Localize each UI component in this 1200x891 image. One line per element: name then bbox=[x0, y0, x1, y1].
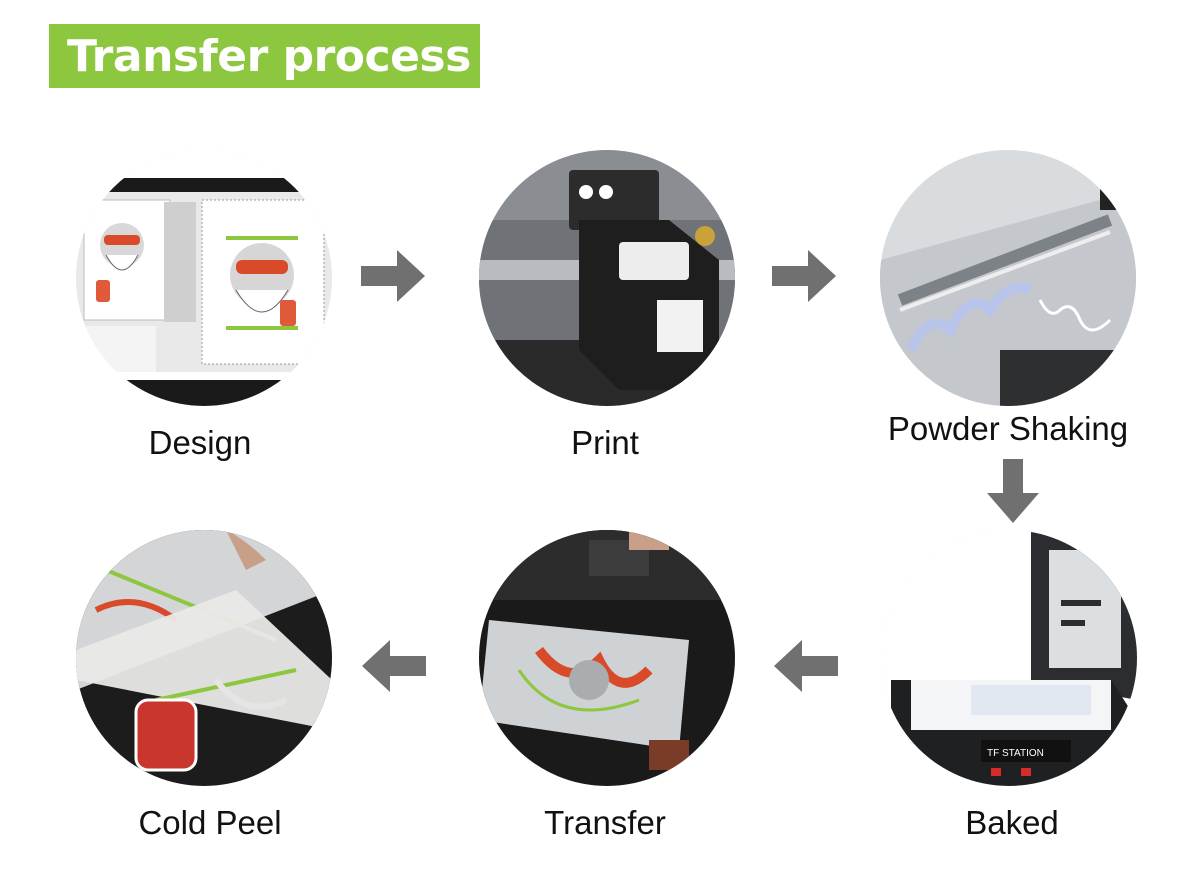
step-print-label: Print bbox=[571, 424, 639, 461]
step-design-image bbox=[76, 150, 332, 406]
step-powder-shaking-image bbox=[880, 150, 1136, 406]
arrow-down bbox=[987, 459, 1039, 523]
step-print-image bbox=[479, 150, 735, 406]
step-baked-image: TF STATION bbox=[881, 530, 1137, 786]
step-cold-peel-label: Cold Peel bbox=[138, 804, 282, 841]
page-title: Transfer process bbox=[67, 30, 471, 82]
step-baked-label: Baked bbox=[965, 804, 1059, 841]
oven-brand-text: TF STATION bbox=[987, 748, 1044, 759]
step-transfer-label: Transfer bbox=[544, 804, 666, 841]
step-transfer-image bbox=[479, 530, 735, 786]
step-design-label: Design bbox=[148, 424, 252, 461]
title-banner: Transfer process bbox=[49, 24, 480, 88]
arrow-left-1 bbox=[774, 640, 838, 692]
arrow-right-2 bbox=[772, 250, 836, 302]
step-powder-shaking-label: Powder Shaking bbox=[887, 410, 1129, 447]
arrow-right-1 bbox=[361, 250, 425, 302]
step-cold-peel-image bbox=[76, 530, 332, 786]
arrow-left-2 bbox=[362, 640, 426, 692]
